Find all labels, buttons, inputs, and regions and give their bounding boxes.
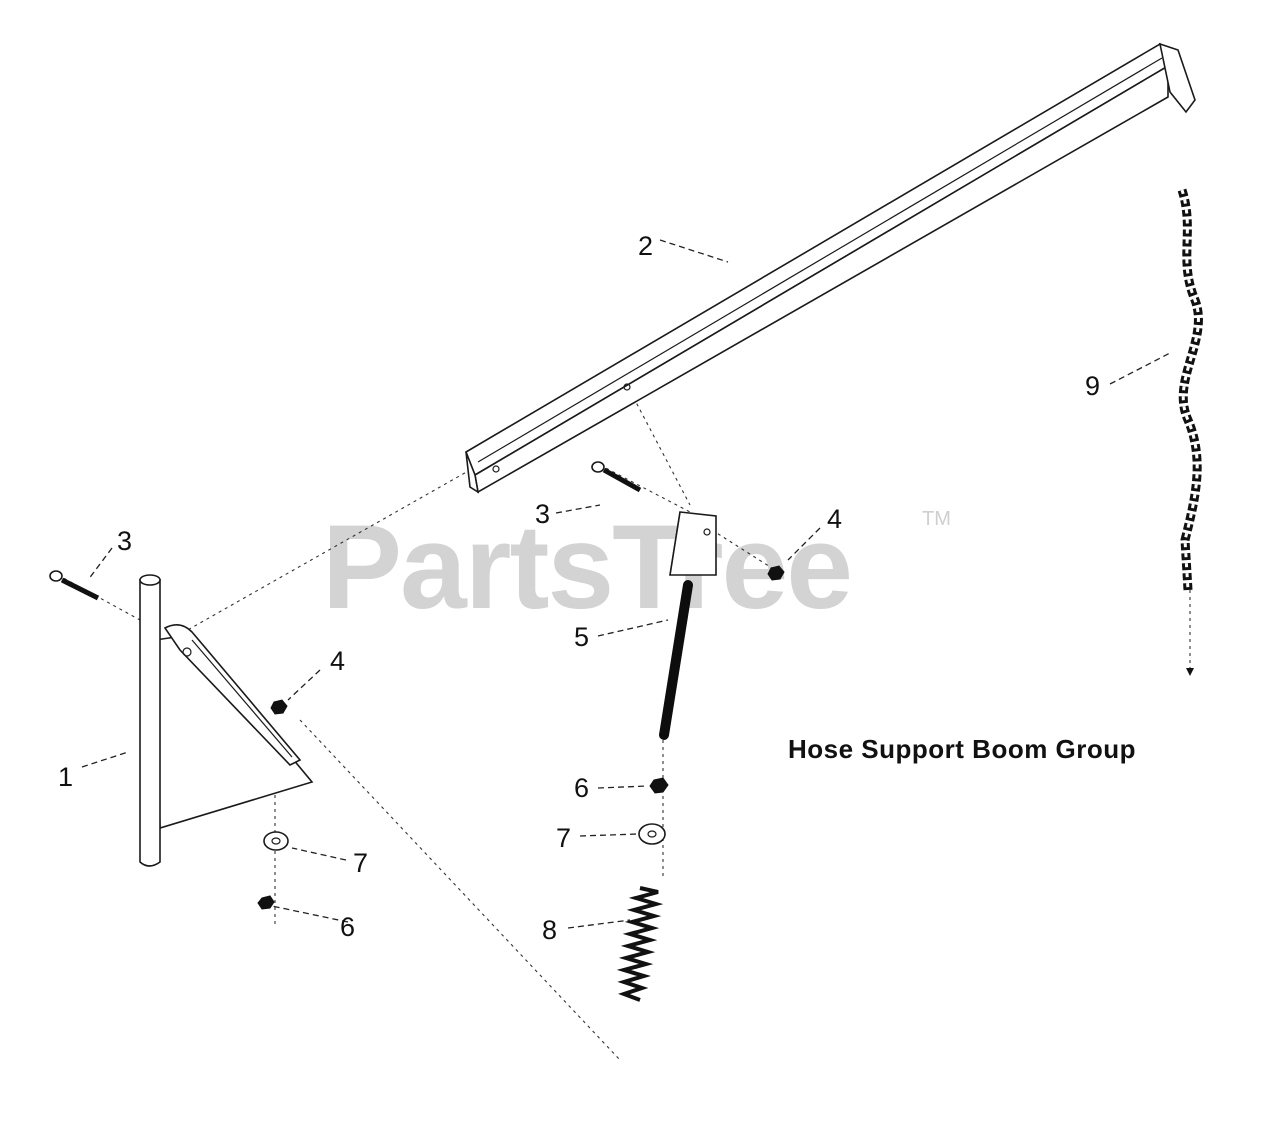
diagram-title: Hose Support Boom Group (788, 734, 1136, 764)
callout-7-left: 7 (353, 848, 368, 878)
washer-lower-left (263, 831, 289, 851)
rod (659, 580, 693, 740)
watermark-trademark: TM (922, 508, 951, 530)
nut-right (767, 565, 785, 581)
nut-lower-left (257, 895, 275, 910)
callout-3-left: 3 (117, 526, 132, 556)
nut-lower-right (649, 777, 669, 794)
bolt-middle (591, 461, 642, 493)
callout-9: 9 (1085, 371, 1100, 401)
leader-lines (81, 239, 1173, 929)
bolt-left (49, 570, 100, 601)
mount-post (139, 574, 314, 867)
callout-3-middle: 3 (535, 499, 550, 529)
callout-7-right: 7 (556, 823, 571, 853)
callout-5: 5 (574, 622, 589, 652)
callout-6-right: 6 (574, 773, 589, 803)
assembly-lines (57, 384, 776, 1061)
callout-1: 1 (58, 762, 73, 792)
callout-4-right: 4 (827, 504, 842, 534)
callout-4-left: 4 (330, 646, 345, 676)
callouts: 1 2 3 3 4 4 5 6 6 7 7 8 9 (58, 231, 1100, 945)
hanger-bracket (669, 511, 717, 576)
callout-8: 8 (542, 915, 557, 945)
boom-tube (465, 42, 1196, 494)
nut-left (270, 699, 288, 715)
callout-6-left: 6 (340, 912, 355, 942)
spring (616, 886, 664, 1002)
chain (1177, 188, 1203, 676)
watermark: PartsTree TM (322, 500, 951, 634)
washer-lower-right (638, 823, 666, 845)
callout-2: 2 (638, 231, 653, 261)
watermark-text: PartsTree (322, 500, 851, 634)
